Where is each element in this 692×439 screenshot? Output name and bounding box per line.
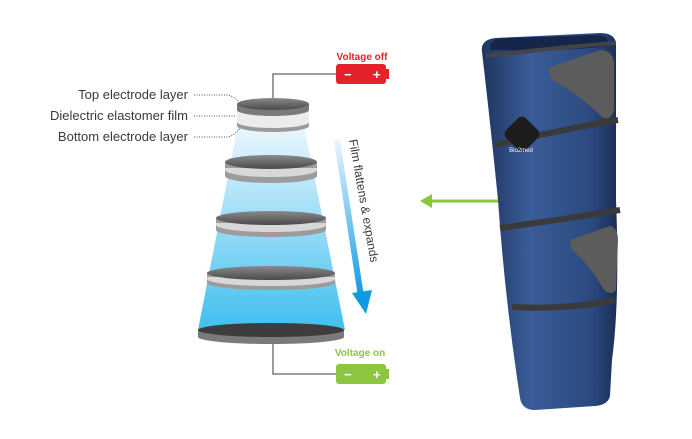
wire-on (272, 344, 336, 375)
device-logo: Bio2med (509, 148, 533, 154)
svg-text:+: + (373, 367, 381, 382)
label-bottom-electrode: Bottom electrode layer (58, 129, 189, 144)
voltage-on-label: Voltage on (335, 348, 385, 359)
voltage-off-label: Voltage off (337, 52, 389, 63)
leader-top (194, 94, 241, 104)
svg-text:+: + (373, 67, 381, 82)
svg-text:−: − (344, 367, 352, 382)
wire-off (272, 73, 336, 98)
disc-stage-2 (216, 211, 326, 237)
disc-stage-3 (207, 266, 335, 290)
actuator-stack-relaxed (237, 98, 309, 132)
battery-off-icon: − + (336, 64, 389, 84)
label-top-electrode: Top electrode layer (78, 87, 189, 102)
compression-sleeve-device: Bio2med (481, 33, 621, 410)
leader-bottom (194, 127, 241, 138)
disc-stage-4 (198, 323, 344, 344)
disc-stage-1 (225, 155, 317, 183)
svg-text:−: − (344, 67, 352, 82)
battery-on-icon: − + (336, 364, 389, 384)
process-arrow-icon (334, 140, 372, 314)
label-dielectric: Dielectric elastomer film (50, 108, 188, 123)
